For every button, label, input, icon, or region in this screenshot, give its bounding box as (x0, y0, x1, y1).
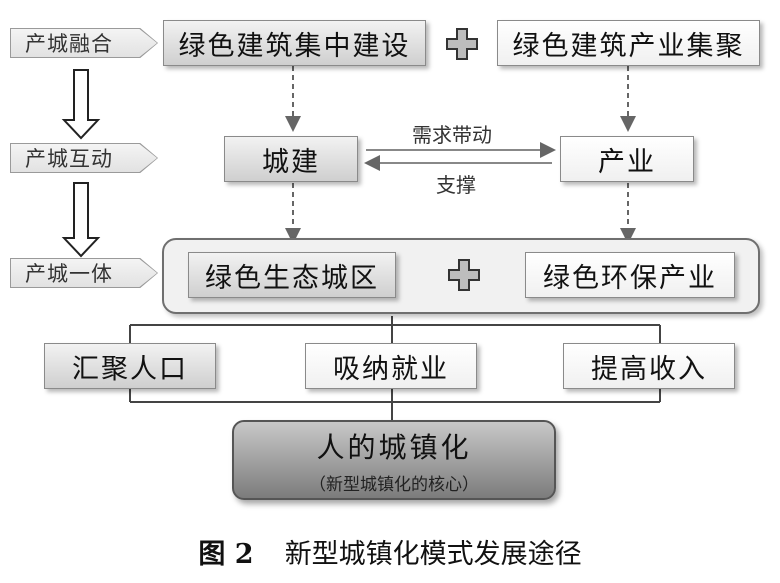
plus-icon (448, 259, 480, 291)
box-label: 汇聚人口 (72, 353, 188, 385)
stage-tag-label: 产城互动 (25, 147, 113, 171)
box-increase-income: 提高收入 (563, 343, 735, 389)
stage-down-arrow-1 (61, 69, 101, 140)
stage-down-arrow-2 (61, 182, 101, 258)
stage-tag-label: 产城一体 (25, 262, 113, 286)
box-label: 绿色环保产业 (543, 262, 717, 294)
box-gather-population: 汇聚人口 (44, 343, 216, 389)
plus-icon (446, 28, 478, 60)
box-urban-construction: 城建 (224, 136, 358, 182)
figure-caption: 图 2 新型城镇化模式发展途径 (0, 532, 780, 571)
box-industry: 产业 (560, 136, 694, 182)
box-label: 绿色建筑集中建设 (178, 30, 411, 62)
stage-tag-label: 产城融合 (25, 32, 113, 56)
box-people-urbanization: 人的城镇化 （新型城镇化的核心） (232, 420, 556, 500)
box-label: 吸纳就业 (333, 353, 449, 385)
final-title: 人的城镇化 (316, 430, 472, 464)
stage-tag-3: 产城一体 (11, 259, 157, 287)
stage-tag-2: 产城互动 (11, 144, 157, 172)
box-green-building-construction: 绿色建筑集中建设 (163, 20, 426, 66)
box-green-environmental-industry: 绿色环保产业 (525, 252, 735, 298)
stage-tag-1: 产城融合 (11, 29, 157, 57)
figure-title: 新型城镇化模式发展途径 (284, 539, 582, 570)
label-support: 支撑 (436, 173, 476, 197)
box-label: 绿色生态城区 (205, 262, 379, 294)
final-subtitle: （新型城镇化的核心） (309, 474, 479, 495)
box-label: 提高收入 (591, 353, 707, 385)
label-demand-driven: 需求带动 (412, 123, 492, 147)
box-green-building-industry: 绿色建筑产业集聚 (497, 20, 760, 66)
box-green-eco-district: 绿色生态城区 (188, 252, 396, 298)
box-label: 绿色建筑产业集聚 (512, 30, 745, 62)
box-absorb-employment: 吸纳就业 (305, 343, 477, 389)
figure-number: 图 2 (198, 539, 254, 570)
box-label: 城建 (262, 146, 320, 178)
box-label: 产业 (598, 146, 656, 178)
